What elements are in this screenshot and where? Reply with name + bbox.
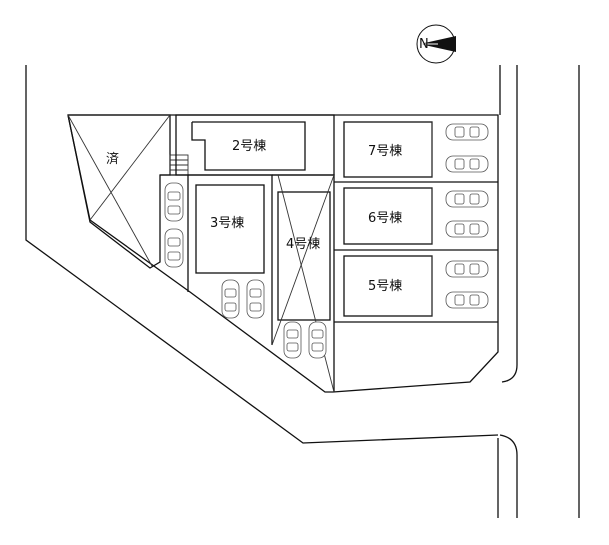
car-icon — [283, 321, 302, 359]
lot-3[interactable]: 3号棟 — [188, 174, 273, 345]
road-edge-outer — [25, 65, 499, 444]
lot-6-label: 6号棟 — [368, 211, 402, 226]
site-boundary — [67, 114, 499, 393]
car-icon — [308, 321, 327, 359]
lot-4-label: 4号棟 — [286, 237, 320, 252]
lot-sold-outline — [67, 114, 171, 269]
lot-2[interactable]: 2号棟 — [175, 114, 335, 176]
north-arrow-icon: N — [416, 24, 456, 64]
lot-7-label: 7号棟 — [368, 144, 402, 159]
lot-3-label: 3号棟 — [210, 216, 244, 231]
lot-5[interactable]: 5号棟 — [334, 255, 498, 323]
lot-7[interactable]: 7号棟 — [334, 121, 498, 183]
car-icon — [246, 279, 265, 319]
lot-3-building — [195, 184, 265, 274]
compass-label: N — [419, 37, 429, 52]
lot-sold-cross-a — [67, 114, 153, 267]
site-outline — [67, 114, 499, 393]
car-icon — [445, 291, 489, 309]
lot-6[interactable]: 6号棟 — [334, 187, 498, 251]
lot-sold[interactable]: 済 — [67, 114, 171, 269]
road-lines — [25, 65, 580, 518]
car-icon — [445, 260, 489, 278]
parking-cars — [164, 123, 489, 359]
lot-2-building — [191, 121, 306, 171]
lot-5-label: 5号棟 — [368, 279, 402, 294]
car-icon — [445, 123, 489, 141]
stairs-icon — [169, 154, 189, 176]
road-curb-upper — [501, 65, 518, 383]
lot-sold-label: 済 — [106, 151, 119, 167]
car-icon — [445, 220, 489, 238]
car-icon — [164, 228, 184, 268]
car-icon — [445, 190, 489, 208]
car-icon — [164, 182, 184, 222]
lot-4[interactable]: 4号棟 — [271, 174, 335, 393]
lot-2-label: 2号棟 — [232, 139, 266, 154]
lot-3-outline — [188, 174, 273, 345]
car-icon — [221, 279, 240, 319]
lot-4-cross-a — [277, 174, 335, 393]
lot-4-building — [277, 191, 331, 321]
road-curb-lower — [499, 434, 518, 518]
lot-4-cross-b — [271, 174, 335, 346]
lot-sold-cross-b — [89, 114, 171, 221]
car-icon — [445, 155, 489, 173]
